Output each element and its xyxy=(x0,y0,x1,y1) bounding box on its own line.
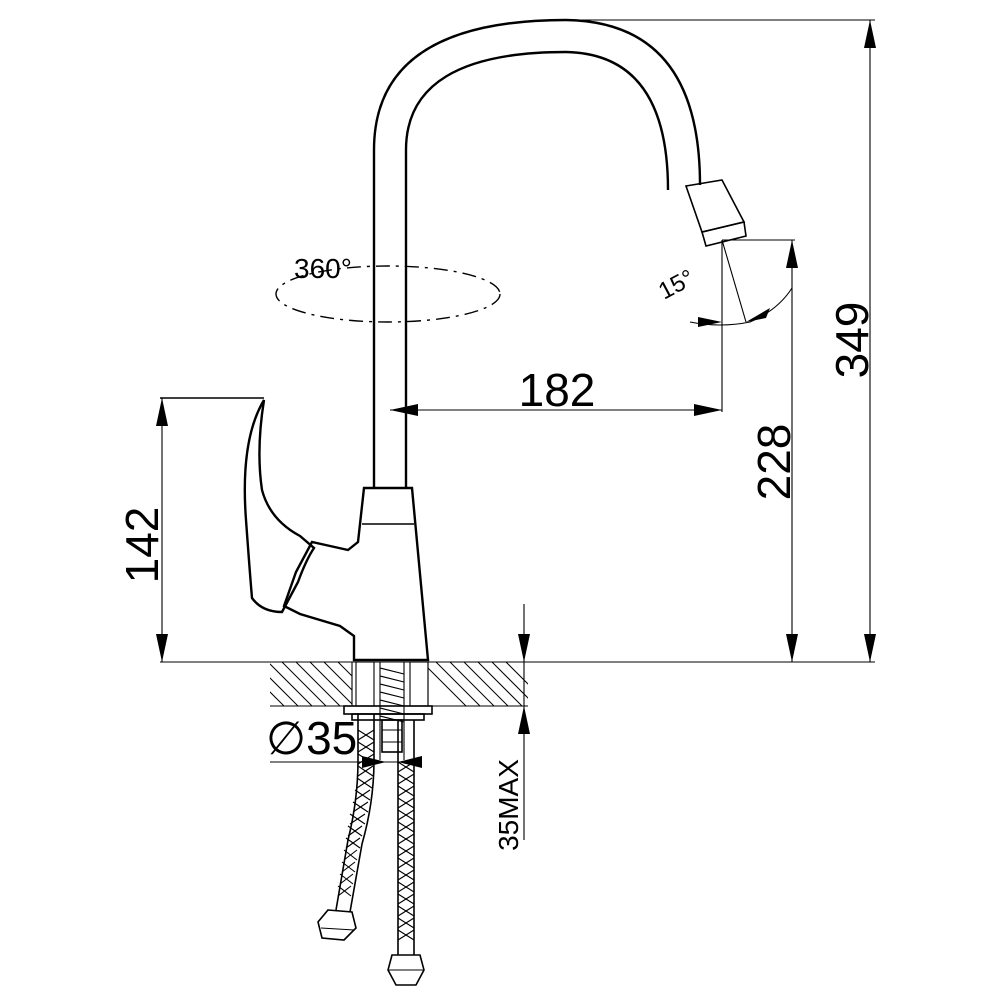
dimension-spout-height xyxy=(786,240,798,662)
label-spout-height: 228 xyxy=(748,424,800,501)
label-swivel-angle: 360° xyxy=(294,253,352,284)
dimension-spout-reach xyxy=(390,404,722,416)
swivel-spout xyxy=(372,18,747,488)
swivel-rotation-ellipse xyxy=(275,265,501,323)
countertop-section xyxy=(270,662,528,707)
dimension-mount-hole xyxy=(270,756,422,768)
dimension-total-height xyxy=(566,19,876,662)
tilt-angle-indicator xyxy=(689,239,795,412)
faucet-body xyxy=(282,486,430,662)
dimension-lever-height xyxy=(156,398,168,662)
label-lever-height: 142 xyxy=(116,507,168,584)
lever-handle xyxy=(160,397,316,614)
label-mount-hole: ∅35 xyxy=(266,712,357,764)
countertop-hatching xyxy=(270,662,528,706)
label-total-height: 349 xyxy=(826,302,878,379)
dimension-max-thickness xyxy=(428,604,530,840)
label-max-thickness: 35MAX xyxy=(493,759,524,851)
label-spout-reach: 182 xyxy=(519,364,596,416)
label-tilt-angle: 15° xyxy=(654,264,699,305)
